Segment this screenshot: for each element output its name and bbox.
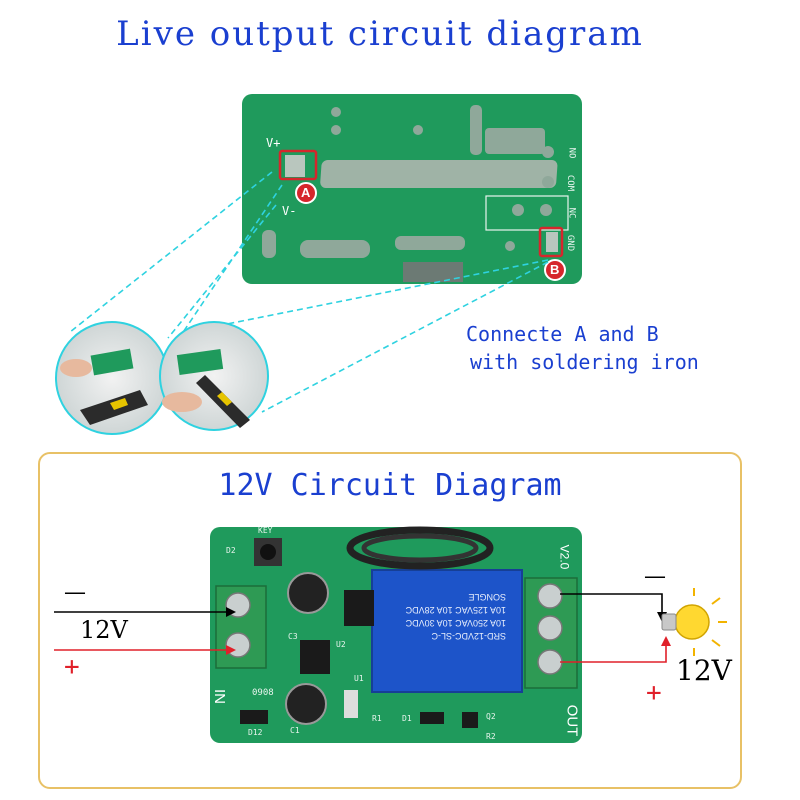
top-pcb-board [242, 94, 582, 284]
board-label-q2: Q2 [486, 712, 496, 721]
board-label-c3: C3 [288, 632, 298, 641]
pcb-label-com: COM [565, 174, 576, 192]
board-label-r2: R2 [486, 732, 496, 741]
marker-a-label: A [301, 185, 311, 200]
pcb-label-gnd: GND [565, 234, 576, 252]
input-plus-label: + [64, 652, 80, 682]
soldering-note-line2: with soldering iron [470, 350, 699, 374]
relay-rating-1: 10A 250VAC 10A 30VDC [405, 618, 506, 628]
board-label-c1: C1 [290, 726, 300, 735]
relay-brand: SONGLE [468, 592, 506, 602]
marker-b-label: B [550, 262, 560, 277]
board-label-d12: D12 [248, 728, 263, 737]
relay-label: SRD-12VDC-SL-C 10A 250VAC 10A 30VDC 10A … [386, 590, 506, 642]
board-label-out: OUT [563, 704, 581, 737]
soldering-photo-right [159, 321, 269, 431]
bottom-diagram-frame [38, 452, 742, 789]
top-diagram-title: Live output circuit diagram [116, 14, 644, 54]
light-bulb-icon [661, 588, 727, 656]
pcb-label-no: NO [566, 147, 577, 159]
relay-model: SRD-12VDC-SL-C [431, 631, 506, 641]
soldering-photo-left [55, 321, 169, 435]
board-label-in: IN [211, 689, 228, 704]
board-label-u2: U2 [336, 640, 346, 649]
pcb-label-nc: NC [566, 207, 577, 219]
board-label-d1: D1 [402, 714, 412, 723]
pcb-label-vminus: V- [282, 204, 297, 218]
board-label-d2: D2 [226, 546, 236, 555]
board-label-r1: R1 [372, 714, 382, 723]
pcb-label-vplus: V+ [266, 136, 281, 150]
output-plus-label: + [646, 678, 662, 708]
input-minus-label: — [64, 580, 86, 605]
bottom-pcb-board [210, 526, 582, 743]
connection-dashed-lines [69, 171, 549, 433]
input-wires [54, 607, 236, 655]
board-label-u1: U1 [354, 674, 364, 683]
input-voltage-label: 12V [80, 616, 128, 644]
output-voltage-label: 12V [676, 654, 732, 687]
board-label-key: KEY [258, 526, 273, 535]
bottom-diagram-title: 12V Circuit Diagram [218, 468, 562, 503]
output-minus-label: — [644, 564, 666, 589]
relay-rating-2: 10A 125VAC 10A 28VDC [405, 605, 506, 615]
soldering-note-line1: Connecte A and B [466, 322, 659, 346]
board-label-date: 0908 [252, 688, 274, 698]
board-label-version: V2.0 [557, 544, 572, 570]
